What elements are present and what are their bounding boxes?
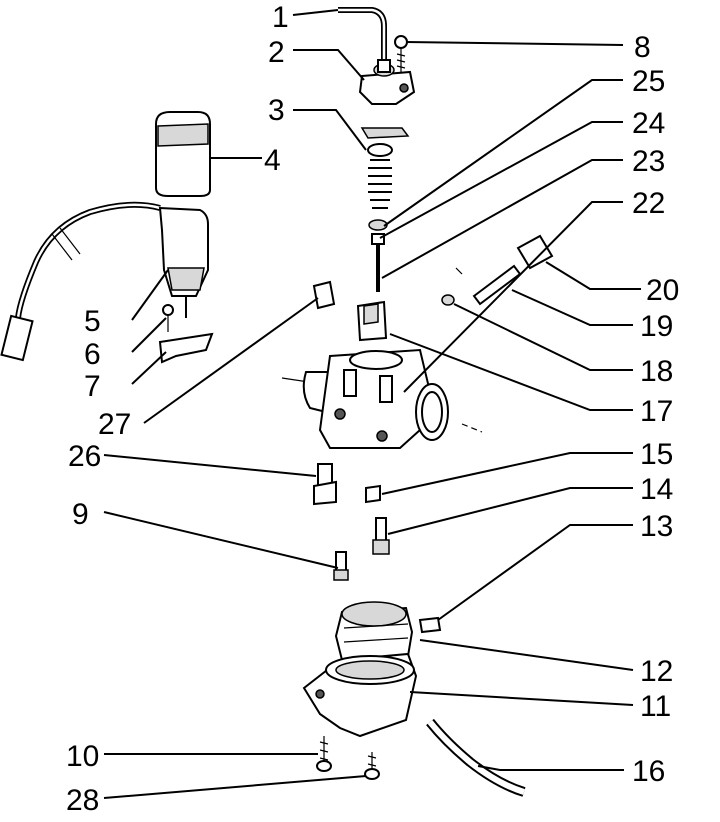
part-14-main-jet [372, 517, 390, 555]
callout-10: 10 [66, 740, 99, 773]
callout-5: 5 [84, 305, 101, 338]
part-18-nut [441, 294, 455, 306]
part-24-washer [371, 233, 385, 245]
callout-7: 7 [84, 370, 101, 403]
part-16-hose [426, 718, 526, 797]
part-7-bracket [158, 332, 214, 364]
part-27-plug [312, 280, 336, 310]
carburetor-body [281, 348, 483, 449]
callout-24: 24 [632, 107, 665, 140]
leader-lines [103, 9, 641, 799]
callout-18: 18 [640, 355, 673, 388]
part-26-jet-holder [313, 463, 337, 506]
callout-labels: 1 2 3 4 5 6 7 8 9 10 11 12 13 14 15 16 1… [66, 1, 679, 817]
callout-17: 17 [640, 395, 673, 428]
callout-2: 2 [268, 36, 285, 69]
part-10-screw [316, 736, 332, 772]
part-6-screw [162, 304, 174, 332]
part-3-spring [360, 127, 410, 209]
callout-14: 14 [640, 473, 673, 506]
part-11-float-bowl [302, 652, 418, 738]
part-9-idle-jet [333, 551, 349, 581]
callout-28: 28 [66, 784, 99, 817]
part-15-jet [365, 484, 381, 504]
callout-22: 22 [632, 187, 665, 220]
callout-26: 26 [68, 440, 101, 473]
part-8-screw [394, 35, 408, 72]
callout-12: 12 [640, 655, 673, 688]
callout-20: 20 [646, 274, 679, 307]
part-2-carburetor-top [358, 59, 416, 105]
part-12-float [334, 601, 414, 662]
callout-4: 4 [264, 144, 281, 177]
callout-27: 27 [98, 408, 131, 441]
part-5-choke-starter [0, 201, 209, 362]
part-4-cap [155, 111, 211, 197]
callout-6: 6 [84, 338, 101, 371]
callout-25: 25 [632, 65, 665, 98]
callout-8: 8 [634, 31, 651, 64]
callout-1: 1 [272, 1, 289, 34]
callout-13: 13 [640, 510, 673, 543]
callout-15: 15 [640, 438, 673, 471]
callout-19: 19 [640, 310, 673, 343]
callout-11: 11 [640, 690, 671, 723]
part-1-throttle-cable [338, 7, 387, 60]
callout-9: 9 [72, 498, 89, 531]
callout-23: 23 [632, 145, 665, 178]
callout-16: 16 [632, 755, 665, 788]
callout-3: 3 [268, 94, 285, 127]
part-20-cap [516, 234, 554, 270]
part-13-pin [418, 616, 442, 634]
part-17-throttle-valve [356, 300, 388, 342]
part-28-screw [364, 752, 380, 780]
